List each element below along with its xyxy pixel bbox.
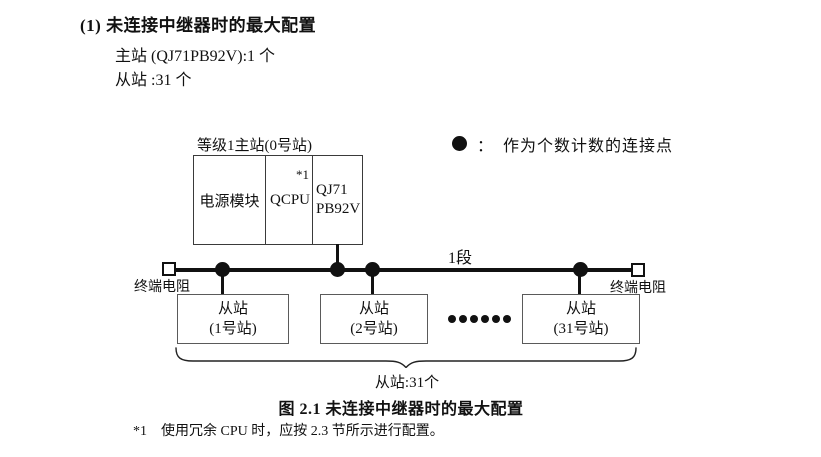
- bus-line: [171, 268, 638, 272]
- slave-count-line: 从站 :31 个: [115, 72, 192, 89]
- connection-dot: [573, 262, 588, 277]
- master-station-box: 电源模块 *1 QCPU QJ71 PB92V: [193, 155, 363, 245]
- section-heading: (1) 未连接中继器时的最大配置: [80, 16, 317, 35]
- pb92v-line1: QJ71: [316, 182, 348, 198]
- legend-colon: ：: [477, 137, 494, 155]
- pb92v-cell: QJ71 PB92V: [313, 156, 362, 244]
- slave31-line1: 从站: [565, 301, 596, 317]
- legend-text: 作为个数计数的连接点: [503, 137, 674, 155]
- brace-label: 从站:31个: [374, 375, 440, 391]
- underbrace: [175, 347, 637, 368]
- legend: ： 作为个数计数的连接点: [452, 135, 673, 155]
- connection-dot: [215, 262, 230, 277]
- terminator-right-label: 终端电阻: [610, 281, 666, 296]
- slave1-line1: 从站: [217, 301, 248, 317]
- terminator-left-label: 终端电阻: [134, 280, 190, 295]
- qcpu-label: QCPU: [270, 192, 311, 208]
- slave2-drop-line: [371, 270, 374, 296]
- slave31-line2: (31号站): [553, 321, 609, 337]
- slave1-drop-line: [221, 270, 224, 296]
- terminator-left-square: [162, 262, 176, 276]
- connection-dot: [330, 262, 345, 277]
- slave31-drop-line: [578, 270, 581, 297]
- master-count-line: 主站 (QJ71PB92V):1 个: [115, 48, 276, 65]
- qcpu-cell: *1 QCPU: [266, 156, 313, 244]
- footnote-marker: *1: [133, 424, 147, 439]
- pb92v-line2: PB92V: [316, 201, 361, 217]
- master-drop-line: [336, 244, 339, 271]
- slave-station-2-box: 从站 (2号站): [320, 294, 428, 344]
- slave2-line2: (2号站): [350, 321, 398, 337]
- connection-dot: [365, 262, 380, 277]
- continuation-dots: [448, 315, 511, 323]
- slave-station-1-box: 从站 (1号站): [177, 294, 289, 344]
- master-station-label: 等级1主站(0号站): [197, 138, 312, 154]
- footnote-text: 使用冗余 CPU 时，应按 2.3 节所示进行配置。: [161, 424, 444, 439]
- slave1-line2: (1号站): [209, 321, 257, 337]
- segment-label: 1段: [448, 250, 473, 267]
- footnote-marker-ref: *1: [296, 167, 309, 182]
- terminator-right-square: [631, 263, 645, 277]
- connection-point-icon: [452, 136, 467, 151]
- slave-station-31-box: 从站 (31号站): [522, 294, 640, 344]
- power-module-cell: 电源模块: [194, 156, 266, 244]
- figure-caption: 图 2.1 未连接中继器时的最大配置: [278, 401, 524, 418]
- footnote: *1 使用冗余 CPU 时，应按 2.3 节所示进行配置。: [133, 420, 444, 440]
- slave2-line1: 从站: [358, 301, 389, 317]
